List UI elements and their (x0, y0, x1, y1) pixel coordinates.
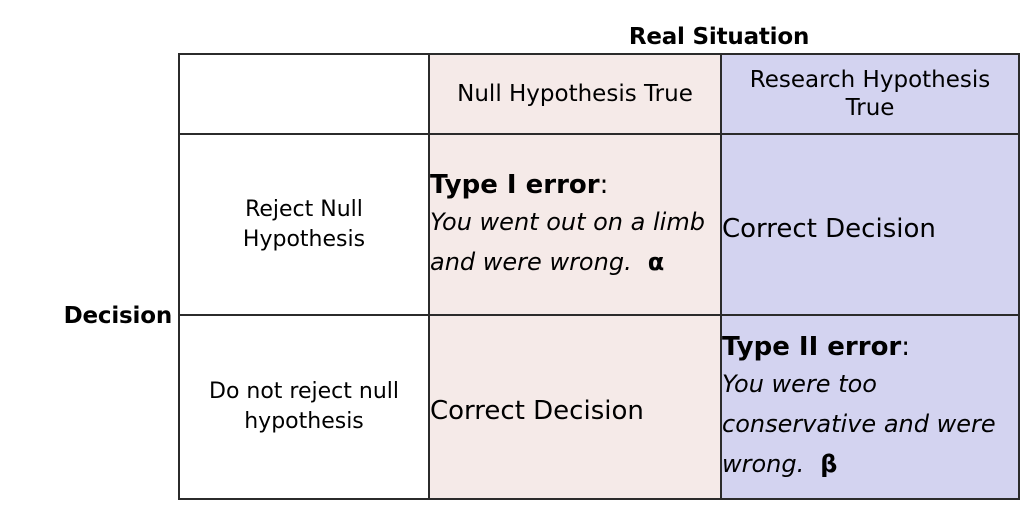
column-header-research-hypothesis-true-label: Research Hypothesis True (749, 67, 991, 121)
real-situation-header: Real Situation (628, 24, 810, 50)
type-i-error-title-text: Type I error (430, 169, 600, 200)
table-header-row: Null Hypothesis True Research Hypothesis… (178, 53, 1020, 135)
row-header-do-not-reject-null-hypothesis: Do not reject null hypothesis (178, 314, 430, 500)
cell-correct-decision-reject-research-true: Correct Decision (720, 133, 1020, 316)
column-header-null-hypothesis-true: Null Hypothesis True (428, 53, 722, 135)
hypothesis-decision-matrix: Null Hypothesis True Research Hypothesis… (178, 53, 1020, 500)
table-row: Do not reject null hypothesis Correct De… (178, 314, 1020, 500)
type-ii-error-title-text: Type II error (722, 332, 902, 362)
correct-decision-label-bottom-left: Correct Decision (430, 396, 644, 426)
row-header-do-not-reject-null-hypothesis-label: Do not reject null hypothesis (209, 379, 399, 434)
corner-cell (178, 53, 430, 135)
type-i-error-title-colon: : (599, 169, 609, 200)
type-i-error-title: Type I error: (430, 168, 720, 202)
type-ii-error-description-text: You were too conservative and were wrong… (722, 370, 996, 478)
cell-type-ii-error: Type II error: You were too conservative… (720, 314, 1020, 500)
type-i-error-description: You went out on a limb and were wrong.α (430, 202, 720, 282)
cell-correct-decision-not-reject-null-true: Correct Decision (428, 314, 722, 500)
column-header-research-hypothesis-true: Research Hypothesis True (720, 53, 1020, 135)
cell-type-i-error: Type I error: You went out on a limb and… (428, 133, 722, 316)
type-ii-error-description: You were too conservative and were wrong… (722, 364, 1018, 484)
beta-symbol: β (820, 450, 838, 478)
type-ii-error-title-colon: : (901, 332, 911, 362)
column-header-null-hypothesis-true-label: Null Hypothesis True (457, 81, 693, 107)
alpha-symbol: α (647, 247, 665, 276)
correct-decision-label-top-right: Correct Decision (722, 213, 936, 244)
type-i-error-description-text: You went out on a limb and were wrong. (430, 207, 705, 276)
row-header-reject-null-hypothesis-label: Reject Null Hypothesis (242, 196, 366, 252)
table-row: Reject Null Hypothesis Type I error: You… (178, 133, 1020, 316)
type-ii-error-title: Type II error: (722, 330, 1018, 364)
decision-header: Decision (63, 303, 173, 329)
row-header-reject-null-hypothesis: Reject Null Hypothesis (178, 133, 430, 316)
